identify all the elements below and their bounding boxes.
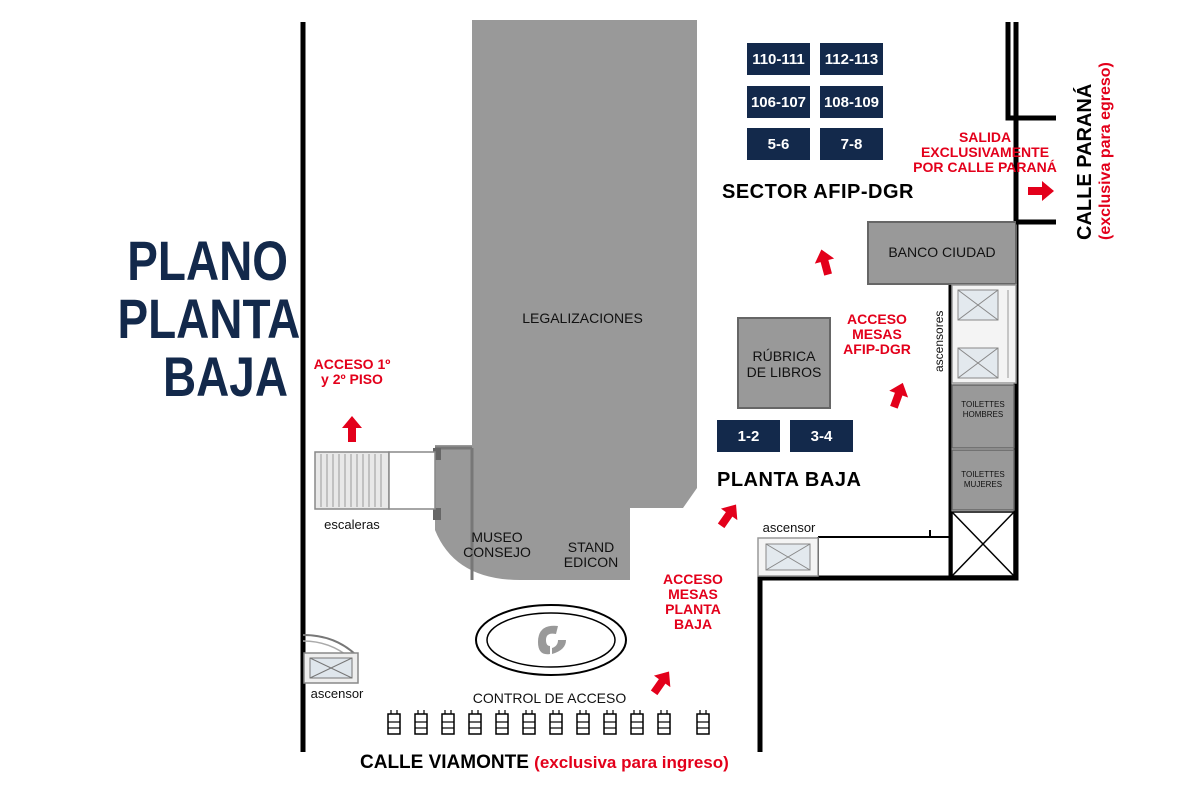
museo-label: MUSEO CONSEJO xyxy=(463,529,531,560)
mesa-112-113: 112-113 xyxy=(820,43,883,75)
arrow-planta-1-icon xyxy=(712,498,745,532)
mesa-1-2: 1-2 xyxy=(717,420,780,452)
elevators-right-icon xyxy=(951,284,1017,384)
street-viamonte-name: CALLE VIAMONTE xyxy=(360,752,529,773)
stand-label: STAND EDICON xyxy=(563,539,619,570)
arrow-afip-2-icon xyxy=(884,379,913,411)
elevator-left-icon xyxy=(302,634,359,684)
mesa-5-6: 5-6 xyxy=(747,128,810,160)
rubrica-area xyxy=(737,317,831,409)
title-line-3: BAJA xyxy=(162,345,288,408)
escaleras-label: escaleras xyxy=(324,517,380,532)
plan-title: PLANO PLANTA BAJA xyxy=(117,229,301,408)
street-parana-name: CALLE PARANÁ xyxy=(1074,83,1096,240)
toilettes-mujeres-area xyxy=(951,449,1015,511)
mesa-7-8: 7-8 xyxy=(820,128,883,160)
street-parana-note: (exclusiva para egreso) xyxy=(1097,62,1114,240)
toilettes-hombres-area xyxy=(951,384,1015,449)
mesa-3-4: 3-4 xyxy=(790,420,853,452)
stairs xyxy=(314,451,436,510)
toilettes-hombres-label: TOILETTES HOMBRES xyxy=(961,400,1005,419)
sector-afip-label: SECTOR AFIP-DGR xyxy=(722,181,914,203)
banco-area xyxy=(867,221,1017,285)
street-viamonte-note: (exclusiva para ingreso) xyxy=(534,753,729,772)
arrow-salida-icon xyxy=(1028,181,1054,201)
legalizaciones-area xyxy=(435,20,697,580)
exit-wall-top xyxy=(1005,22,1056,121)
ascensores-label: ascensores xyxy=(932,310,946,372)
shaft-icon xyxy=(951,511,1015,577)
elevator-center-icon xyxy=(757,537,819,577)
salida-note: SALIDA EXCLUSIVAMENTE POR CALLE PARANÁ xyxy=(913,129,1057,175)
turnstiles xyxy=(387,709,710,735)
toilettes-mujeres-label: TOILETTES MUJERES xyxy=(961,470,1005,489)
acceso-pisos-note: ACCESO 1º y 2º PISO xyxy=(313,356,391,387)
rubrica-label: RÚBRICA DE LIBROS xyxy=(746,348,822,380)
planta-baja-label: PLANTA BAJA xyxy=(717,469,862,491)
arrow-planta-2-icon xyxy=(645,665,678,699)
consejo-logo-icon xyxy=(475,604,627,676)
banco-label: BANCO CIUDAD xyxy=(888,244,996,260)
title-line-1: PLANO xyxy=(127,229,288,292)
ascensor-center-label: ascensor xyxy=(762,520,816,535)
acceso-afip-note: ACCESO MESAS AFIP-DGR xyxy=(843,311,911,357)
mesa-106-107: 106-107 xyxy=(747,86,810,118)
control-acceso-label: CONTROL DE ACCESO xyxy=(472,690,627,706)
title-line-2: PLANTA xyxy=(117,287,301,350)
street-parana: CALLE PARANÁ (exclusiva para egreso) xyxy=(1074,0,1116,240)
arrow-afip-1-icon xyxy=(811,246,838,278)
mesa-110-111: 110-111 xyxy=(747,43,810,75)
legalizaciones-label: LEGALIZACIONES xyxy=(522,310,643,326)
acceso-planta-note: ACCESO MESAS PLANTA BAJA xyxy=(663,571,723,632)
street-viamonte: CALLE VIAMONTE (exclusiva para ingreso) xyxy=(360,752,729,774)
ascensor-left-label: ascensor xyxy=(310,686,364,701)
arrow-acceso-pisos-icon xyxy=(342,416,362,442)
mesa-108-109: 108-109 xyxy=(820,86,883,118)
